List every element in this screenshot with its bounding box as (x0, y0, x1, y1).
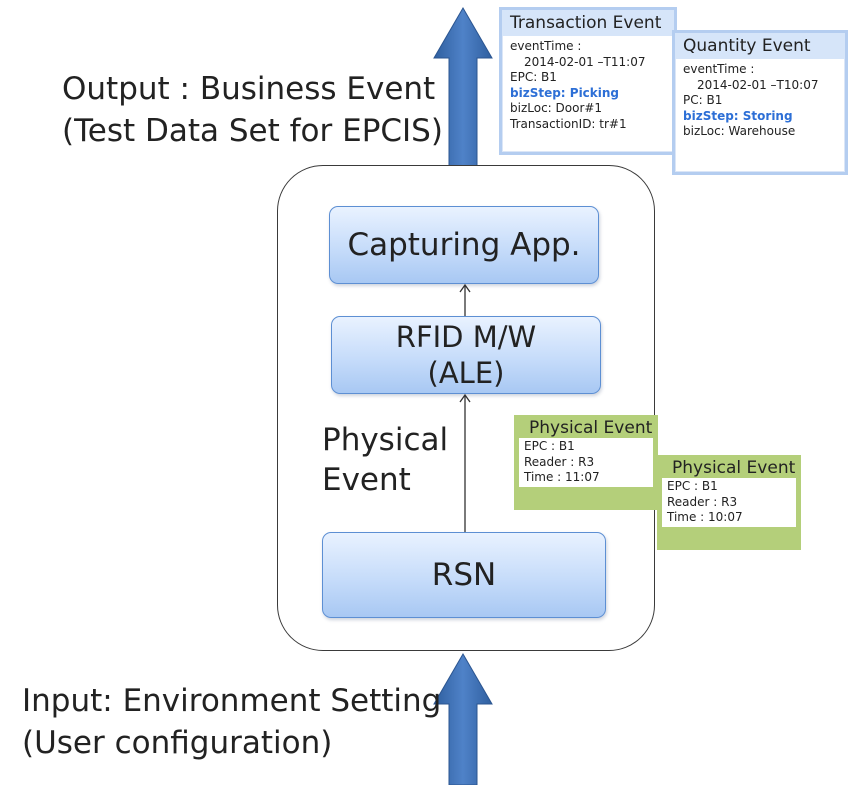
quantity-event-card: Quantity Event eventTime : 2014-02-01 –T… (672, 30, 848, 175)
transaction-event-biz-loc: bizLoc: Door#1 (510, 101, 603, 115)
transaction-event-time-label: eventTime : (510, 39, 582, 53)
physical-event-card-2-title: Physical Event (672, 458, 796, 478)
physical-event-card-1-title: Physical Event (529, 418, 653, 438)
output-label: Output : Business Event (Test Data Set f… (62, 68, 443, 152)
quantity-event-time-label: eventTime : (683, 62, 755, 76)
quantity-event-epc: PC: B1 (683, 93, 723, 107)
rfid-to-capturing-arrow (459, 283, 471, 318)
physical-event-card-1-time: Time : 11:07 (524, 470, 600, 484)
physical-event-label-line2: Event (322, 462, 411, 498)
input-arrow (433, 653, 493, 785)
input-label-line1: Input: Environment Setting (22, 683, 442, 719)
transaction-event-title: Transaction Event (502, 10, 674, 36)
physical-event-card-1-reader: Reader : R3 (524, 454, 595, 469)
rsn-label: RSN (431, 557, 497, 593)
quantity-event-title: Quantity Event (675, 33, 845, 59)
physical-event-card-1-epc: EPC : B1 (524, 439, 575, 453)
physical-event-label-line1: Physical (322, 422, 449, 458)
output-label-line1: Output : Business Event (62, 71, 436, 107)
rfid-middleware-box: RFID M/W (ALE) (331, 316, 601, 394)
quantity-event-time-value: 2014-02-01 –T10:07 (697, 77, 819, 92)
transaction-event-biz-step: bizStep: Picking (510, 85, 620, 100)
transaction-event-card: Transaction Event eventTime : 2014-02-01… (499, 7, 677, 155)
rsn-to-rfid-arrow (459, 393, 471, 533)
physical-event-card-2-time: Time : 10:07 (667, 510, 743, 524)
rsn-box: RSN (322, 532, 606, 618)
physical-event-card-1: Physical Event EPC : B1 Reader : R3 Time… (514, 415, 658, 510)
rfid-label-line2: (ALE) (427, 356, 505, 390)
capturing-app-label: Capturing App. (347, 227, 581, 263)
capturing-app-box: Capturing App. (329, 206, 599, 284)
transaction-event-id: TransactionID: tr#1 (510, 116, 627, 131)
physical-event-card-1-body: EPC : B1 Reader : R3 Time : 11:07 (519, 438, 653, 487)
output-label-line2: (Test Data Set for EPCIS) (62, 113, 443, 149)
quantity-event-biz-loc: bizLoc: Warehouse (683, 124, 796, 138)
transaction-event-body: eventTime : 2014-02-01 –T11:07 EPC: B1 b… (510, 39, 666, 132)
quantity-event-biz-step: bizStep: Storing (683, 108, 793, 123)
input-label: Input: Environment Setting (User configu… (22, 680, 441, 764)
quantity-event-body: eventTime : 2014-02-01 –T10:07 PC: B1 bi… (683, 62, 837, 140)
transaction-event-time-value: 2014-02-01 –T11:07 (524, 54, 646, 69)
transaction-event-epc: EPC: B1 (510, 70, 557, 84)
physical-event-card-2: Physical Event EPC : B1 Reader : R3 Time… (657, 455, 801, 550)
physical-event-card-2-epc: EPC : B1 (667, 479, 718, 493)
rfid-label-line1: RFID M/W (395, 320, 537, 354)
physical-event-card-2-reader: Reader : R3 (667, 494, 738, 509)
physical-event-label: Physical Event (322, 420, 448, 500)
input-label-line2: (User configuration) (22, 725, 333, 761)
physical-event-card-2-body: EPC : B1 Reader : R3 Time : 10:07 (662, 478, 796, 527)
